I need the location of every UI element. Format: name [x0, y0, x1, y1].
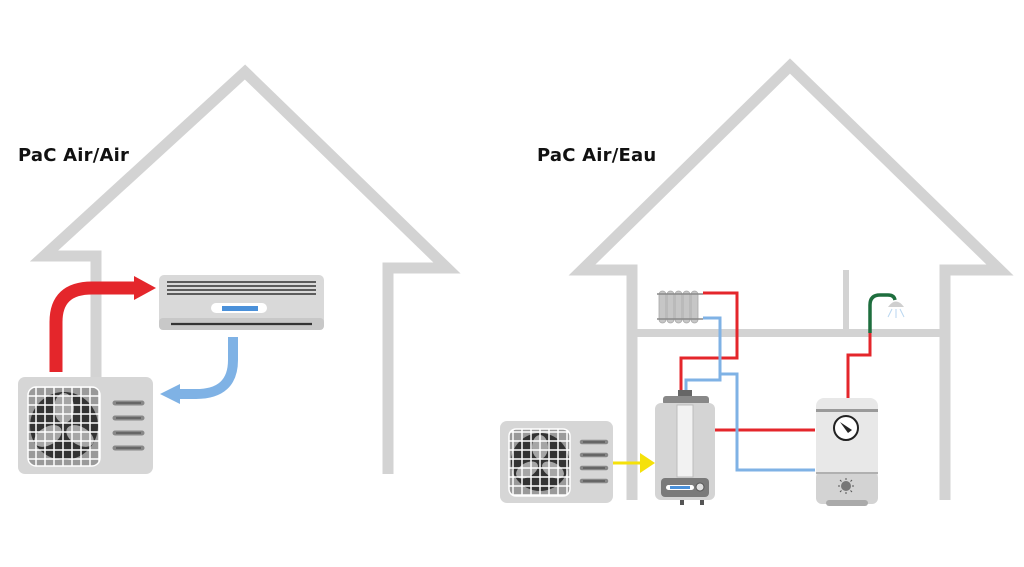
outdoor-unit-left: [18, 377, 153, 474]
hot-air-arrow: [49, 276, 156, 372]
pressure-gauge-icon: [833, 415, 859, 441]
house-outline-left: [29, 64, 461, 474]
cold-air-arrow: [160, 337, 238, 404]
house-outline-right: [568, 58, 1014, 500]
heat-pump-module: [655, 390, 715, 505]
cold-water-pipes: [684, 316, 815, 472]
hot-water-pipes: [679, 291, 872, 432]
thermostat-knob-icon: [838, 478, 854, 494]
energy-transfer-arrow: [612, 453, 655, 473]
indoor-split-unit: [159, 275, 324, 330]
diagram-title-air-eau: PaC Air/Eau: [537, 145, 657, 166]
water-heater-tank: [816, 398, 878, 506]
shower-head-icon: [887, 301, 905, 318]
shower-pipe: [868, 293, 897, 333]
display-icon: [222, 306, 258, 311]
diagram-title-air-air: PaC Air/Air: [18, 145, 130, 166]
radiator-icon: [657, 290, 703, 324]
outdoor-unit-right: [500, 421, 613, 503]
